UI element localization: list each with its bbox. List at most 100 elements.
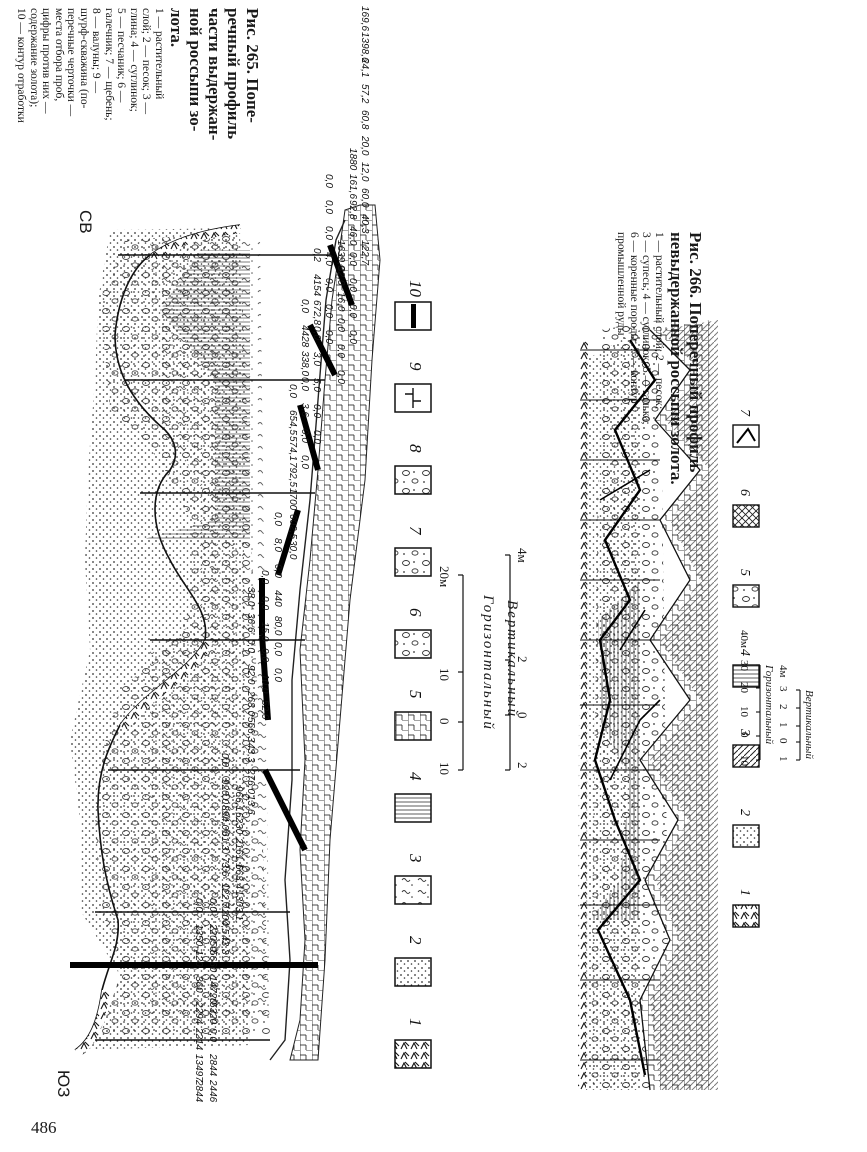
legend-swatch bbox=[394, 711, 432, 741]
caption-body-line: 6 — коренные породы; 7 — контур bbox=[628, 232, 640, 404]
caption-body-line: 3 — супесь; 4 — суглинок; 5 — галька; bbox=[640, 232, 653, 425]
legend-number: 6 bbox=[737, 489, 752, 496]
scale-tick-266: 10 bbox=[738, 755, 750, 766]
caption-body-line: галечник; 7 — щебень; bbox=[103, 8, 115, 121]
legend-swatch bbox=[732, 664, 760, 688]
scale-tick-265: 10 bbox=[437, 762, 452, 775]
assay-value: 92,8 bbox=[347, 200, 358, 220]
legend-number: 2 bbox=[737, 809, 752, 816]
assay-value: 276,0 bbox=[245, 768, 256, 794]
assay-value: 0,0 bbox=[335, 344, 346, 358]
assay-value: 0,0 bbox=[299, 377, 310, 391]
scale-vertical-label-266: Вертикальный bbox=[803, 690, 815, 759]
caption-body-line: 10 — контур отработки bbox=[15, 8, 28, 123]
scale-tick-265: 0 bbox=[515, 712, 530, 719]
caption-title-line: ной россыпи зо- bbox=[186, 8, 205, 132]
assay-value: 5320 bbox=[207, 1002, 218, 1025]
assay-value: 5,0 bbox=[311, 378, 322, 392]
assay-value: 0,0 bbox=[323, 174, 334, 188]
page-number: 486 bbox=[31, 1118, 57, 1137]
legend-swatch bbox=[394, 793, 432, 823]
assay-value: 0,0 bbox=[335, 370, 346, 384]
legend-number: 3 bbox=[737, 728, 752, 736]
layer-loam-bands bbox=[140, 250, 250, 540]
assay-value: 3,0 bbox=[311, 352, 322, 366]
scale-tick-265: 4м bbox=[515, 548, 530, 563]
assay-value: 0,0 bbox=[347, 278, 358, 292]
assay-value: 5660 bbox=[207, 950, 218, 973]
scale-tick-266: 1 bbox=[777, 756, 789, 762]
assay-value: 663,4 bbox=[233, 864, 244, 889]
legend-swatch bbox=[732, 424, 760, 448]
assay-value: 40,3 bbox=[359, 214, 370, 234]
legend-swatch bbox=[732, 504, 760, 528]
assay-value: 0,0 bbox=[311, 430, 322, 444]
assay-value: 4,0 bbox=[323, 252, 334, 266]
assay-value: 4428 bbox=[299, 325, 310, 348]
assay-value: 1700 bbox=[287, 488, 298, 511]
scale-tick-266: 20 bbox=[738, 682, 750, 693]
legend-mined-bar bbox=[411, 304, 416, 328]
assay-value: 1303,1 bbox=[233, 890, 244, 921]
assay-value: 566,3 bbox=[245, 717, 256, 742]
direction-label-left: ЮЗ bbox=[54, 1070, 73, 1098]
scale-tick-265: 2 bbox=[515, 762, 530, 769]
legend-number: 7 bbox=[406, 526, 425, 536]
assay-value: 43,3 bbox=[219, 935, 230, 955]
assay-value: 3,6 bbox=[299, 403, 310, 417]
assay-value: 0,0 bbox=[299, 299, 310, 313]
legend-number: 7 bbox=[737, 409, 752, 417]
assay-value: 15,0 bbox=[259, 622, 270, 642]
legend-swatch bbox=[394, 629, 432, 659]
caption-body-line: перечные черточки — bbox=[65, 8, 78, 117]
assay-value: 0,0 bbox=[272, 564, 283, 578]
assay-value: 268,0 bbox=[245, 690, 256, 716]
assay-value: 169,6 bbox=[359, 6, 370, 31]
legend-number: 8 bbox=[406, 444, 425, 453]
assay-value: 0,0 bbox=[323, 200, 334, 214]
assay-value: 13,6 bbox=[245, 795, 256, 815]
assay-value: 60,0 bbox=[359, 188, 370, 208]
scale-tick-265: 0 bbox=[437, 718, 452, 725]
assay-value: 52,0 bbox=[259, 700, 270, 720]
caption-body-line: 5 — песчаник; 6 — bbox=[115, 8, 128, 103]
assay-value: 0,0 bbox=[287, 384, 298, 398]
direction-label-right: СВ bbox=[76, 210, 95, 234]
assay-value: 0,0 bbox=[323, 278, 334, 292]
assay-value: 0,0 bbox=[335, 318, 346, 332]
assay-value: 920,0 bbox=[219, 779, 230, 804]
scale-bar-265 bbox=[458, 554, 511, 771]
assay-value: 0,0 bbox=[207, 1028, 218, 1042]
assay-value: 1350 bbox=[193, 924, 204, 947]
assay-value: 122,7 bbox=[219, 883, 230, 908]
assay-value: 1880 bbox=[347, 148, 358, 171]
assay-value: 38,0 bbox=[245, 587, 256, 607]
caption-title-line: части выдержан- bbox=[205, 8, 224, 141]
assay-value: 0,0 bbox=[245, 639, 256, 653]
legend-number: 10 bbox=[406, 280, 425, 298]
assay-value: 0,0 bbox=[311, 326, 322, 340]
assay-value: 12,0 bbox=[359, 162, 370, 182]
legend-number: 9 bbox=[406, 362, 425, 371]
caption-body-line: глина; 4 — суглинок; bbox=[128, 8, 140, 112]
scale-tick-266: 4м bbox=[777, 665, 789, 678]
assay-value: 894,0 bbox=[219, 805, 230, 830]
caption-body-line: содержание золота); bbox=[28, 8, 40, 108]
mined-contour bbox=[70, 243, 355, 968]
assay-value: 0,0 bbox=[259, 570, 270, 584]
scale-tick-265: 20м bbox=[437, 566, 452, 588]
scale-horizontal-label-265: Горизонтальный bbox=[480, 595, 496, 731]
caption-body-line: 8 — валуны; 9 — bbox=[90, 8, 103, 94]
scale-tick-266: 2 bbox=[777, 704, 789, 710]
assay-value: 46,0 bbox=[347, 226, 358, 246]
caption-body-line: шурф-скважина (по- bbox=[78, 8, 90, 109]
legend-swatch bbox=[394, 465, 432, 495]
legend-number: 3 bbox=[406, 853, 425, 863]
assay-value: 0,0 bbox=[259, 648, 270, 662]
